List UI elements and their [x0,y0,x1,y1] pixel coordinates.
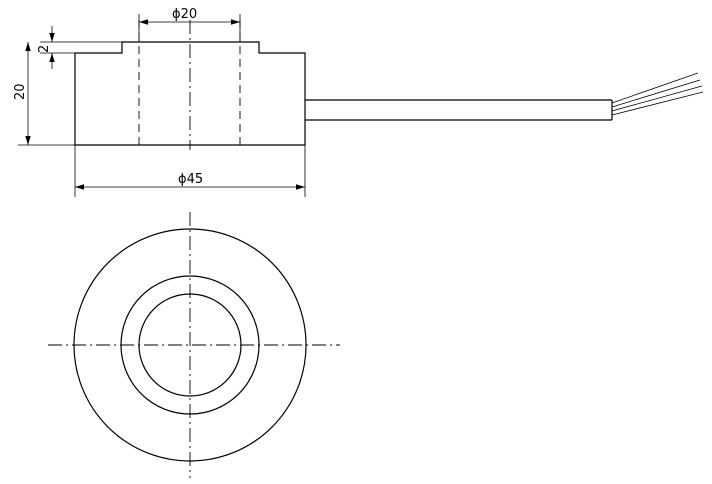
dim-outer-diameter: ϕ45 [74,145,306,197]
wire-4 [611,91,704,116]
dim-step-height: 2 [37,26,122,69]
dim-outer-diameter-label: ϕ45 [178,172,203,187]
wire-3 [611,85,703,112]
side-view: ϕ20 2 20 ϕ45 [13,7,704,197]
dim-inner-diameter-label: ϕ20 [172,7,197,22]
dim-total-height-label: 20 [13,83,28,100]
wire-1 [611,72,699,104]
dim-inner-diameter: ϕ20 [138,7,241,42]
cable [305,72,704,121]
side-view-outline [74,41,306,146]
wire-2 [611,79,701,108]
dim-total-height: 20 [13,42,75,146]
top-view [48,212,340,478]
dim-step-height-label: 2 [37,45,52,53]
